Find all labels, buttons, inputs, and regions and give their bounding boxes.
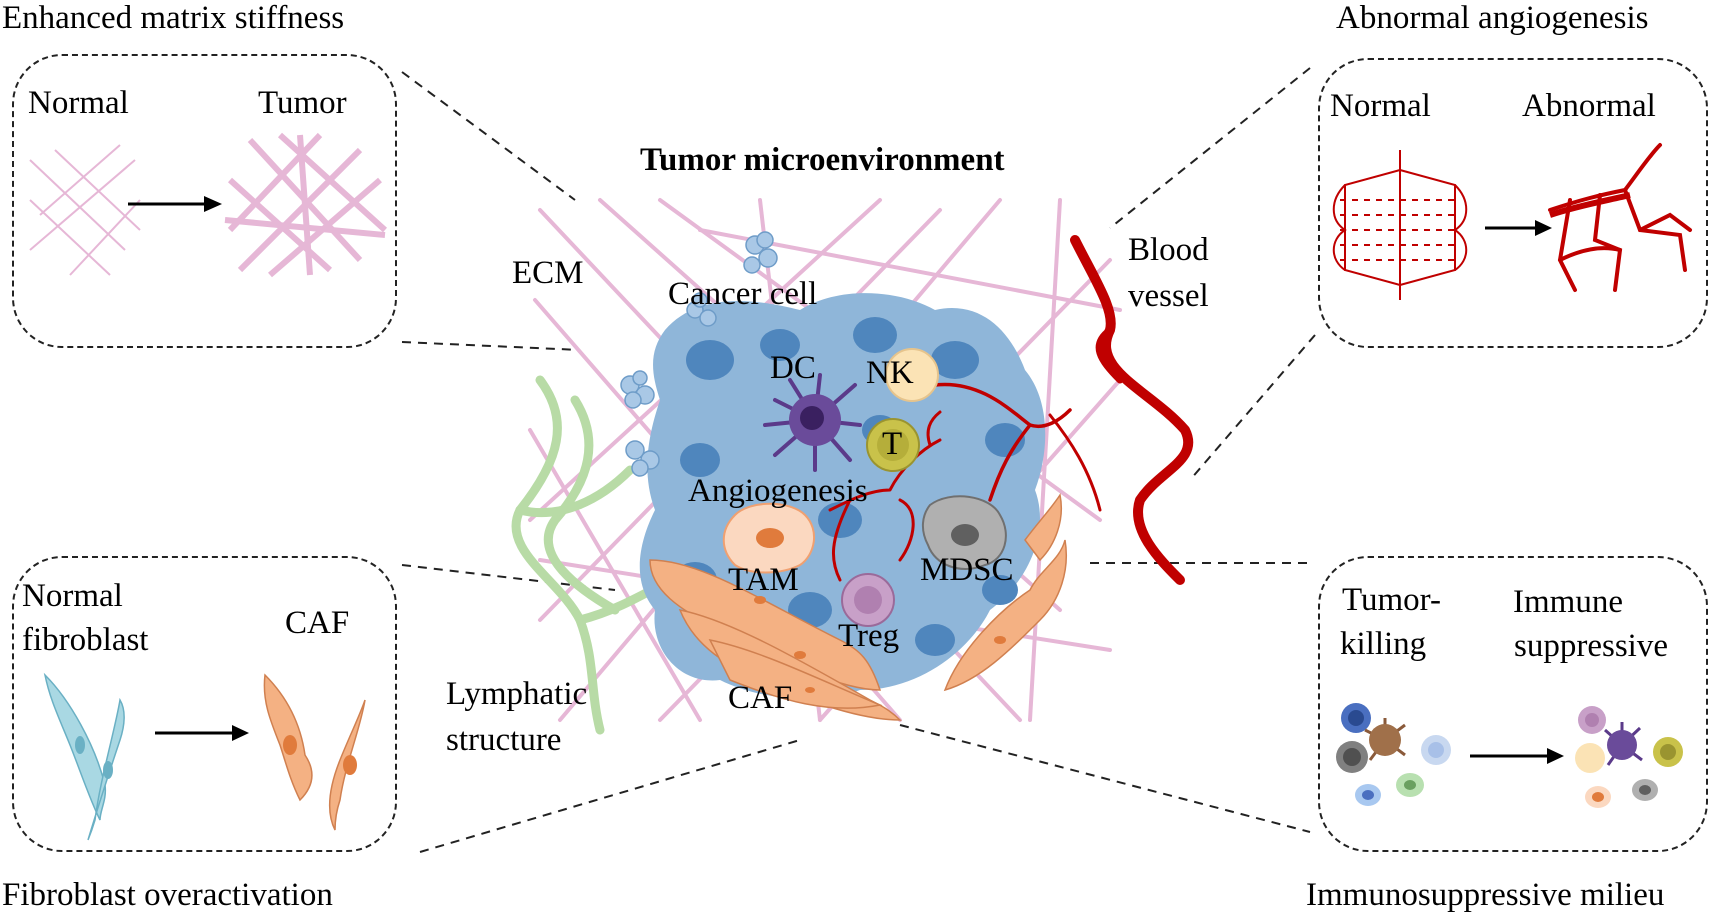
- immune-suppressive-label-line1: Immune: [1513, 584, 1623, 620]
- lymphatic-label-line2: structure: [446, 722, 562, 758]
- fibroblast-caption: Fibroblast overactivation: [2, 877, 333, 913]
- t-label: T: [882, 426, 903, 462]
- fibro-normal-label-line2: fibroblast: [22, 622, 149, 658]
- mdsc-label: MDSC: [920, 552, 1014, 588]
- nk-cell: [885, 348, 939, 402]
- angiogenesis-panel: [1318, 58, 1708, 348]
- mdsc-cell: [922, 495, 1007, 570]
- angiogenesis-label: Angiogenesis: [688, 473, 868, 509]
- angio-abnormal-label: Abnormal: [1522, 88, 1656, 124]
- immune-panel-art: [1336, 703, 1683, 808]
- dc-label: DC: [770, 350, 816, 386]
- immune-killing-label-line1: Tumor-: [1342, 582, 1441, 618]
- tam-cell: [722, 502, 816, 574]
- blood-vessel-label-line1: Blood: [1128, 232, 1209, 268]
- nk-label: NK: [866, 355, 914, 391]
- fibro-caf-label: CAF: [285, 605, 350, 641]
- immune-killing-label-line2: killing: [1340, 626, 1427, 662]
- treg-label: Treg: [838, 618, 900, 654]
- cancer-cell-label: Cancer cell: [668, 276, 818, 312]
- angio-normal-label: Normal: [1330, 88, 1431, 124]
- diagram-title: Tumor microenvironment: [640, 142, 1005, 178]
- fibro-normal-label-line1: Normal: [22, 578, 123, 614]
- tam-label: TAM: [728, 562, 799, 598]
- immune-suppressive-label-line2: suppressive: [1514, 628, 1668, 664]
- matrix-tumor-label: Tumor: [258, 85, 347, 121]
- blood-vessel: [828, 235, 1194, 585]
- immune-caption: Immunosuppressive milieu: [1306, 877, 1665, 913]
- caf-label: CAF: [728, 680, 793, 716]
- fibroblast-panel: [12, 556, 397, 852]
- lymphatic-label-line1: Lymphatic: [446, 676, 588, 712]
- dc-cell: [763, 373, 862, 472]
- matrix-stiffness-panel: [12, 54, 397, 348]
- fibroblast-panel-art: [43, 672, 366, 841]
- angiogenesis-caption: Abnormal angiogenesis: [1336, 0, 1649, 36]
- matrix-normal-label: Normal: [28, 85, 129, 121]
- ecm-label: ECM: [512, 255, 584, 291]
- t-cell: [866, 418, 920, 472]
- matrix-caption: Enhanced matrix stiffness: [2, 0, 345, 36]
- lymphatic-vessel: [511, 375, 695, 735]
- matrix-panel-art: [29, 132, 388, 278]
- blood-vessel-label-line2: vessel: [1128, 278, 1209, 314]
- treg-cell: [841, 573, 895, 627]
- angiogenesis-panel-art: [1332, 143, 1692, 300]
- immune-panel: [1318, 556, 1708, 852]
- caf-cells: [649, 493, 1067, 721]
